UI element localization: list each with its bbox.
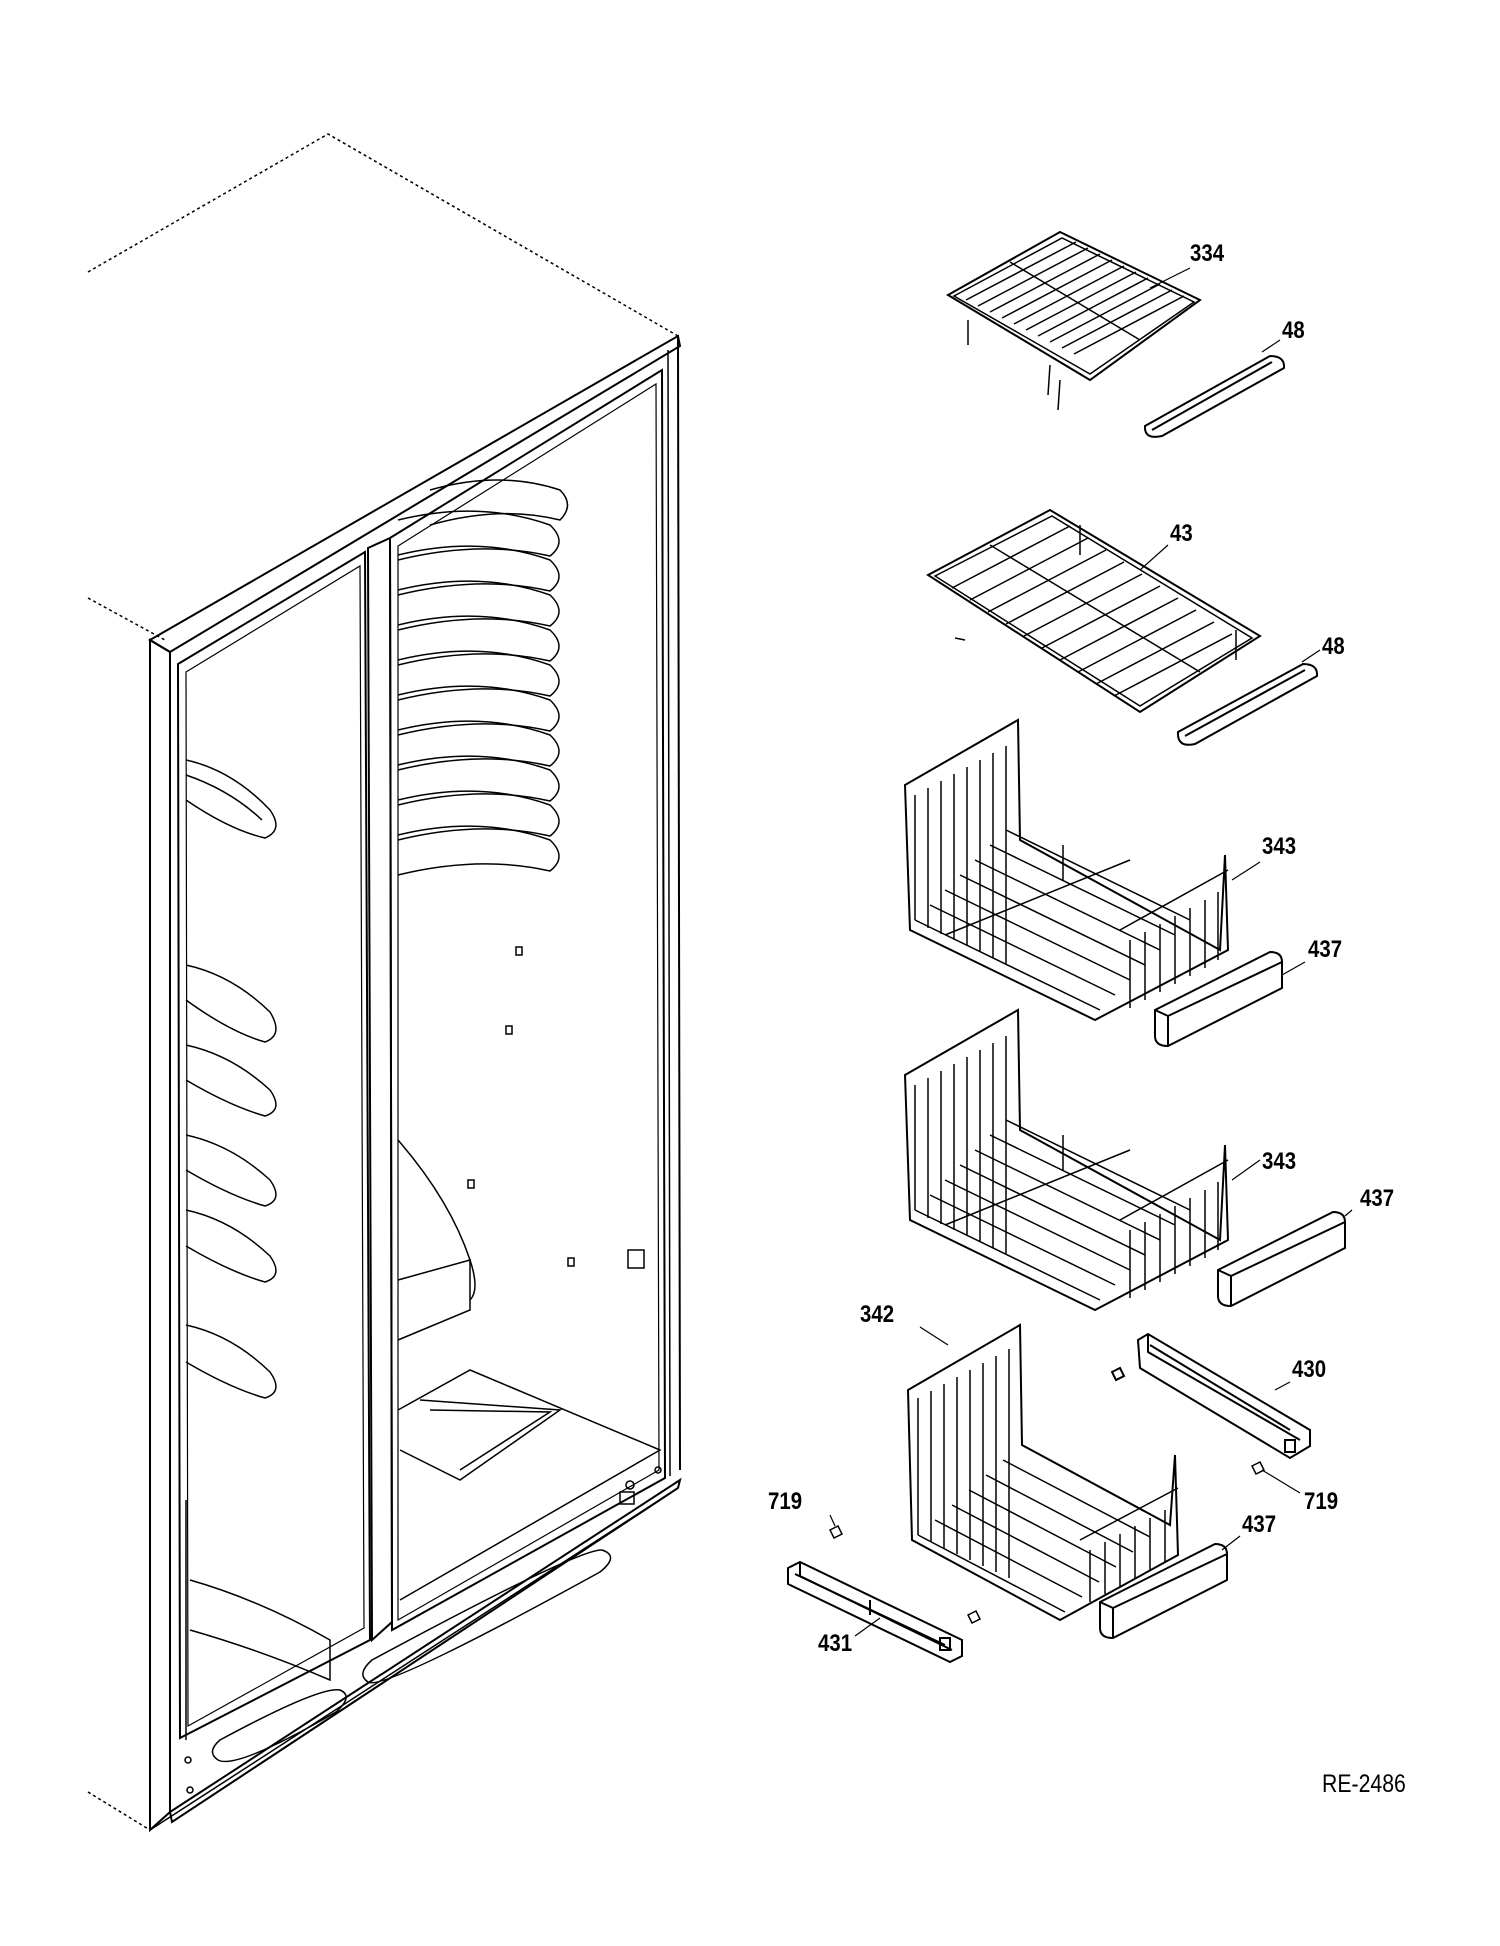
part-430-slide-rail [1112, 1334, 1310, 1458]
leader-lines [830, 268, 1352, 1636]
freezer-shelf-supports [186, 760, 330, 1740]
part-343-wire-basket-b [905, 1010, 1228, 1310]
part-719-screws [830, 1462, 1264, 1623]
part-342-wire-basket [908, 1325, 1178, 1620]
callout-334: 334 [1190, 240, 1225, 267]
part-437-trim-a [1155, 952, 1282, 1046]
part-48-trim-b [1178, 664, 1317, 745]
bottom-grille [185, 1467, 661, 1793]
part-437-trim-b [1218, 1212, 1345, 1306]
callout-719: 719 [1304, 1488, 1339, 1515]
callout-343: 343 [1262, 833, 1297, 860]
callout-48: 48 [1282, 317, 1305, 344]
callout-437: 437 [1360, 1185, 1395, 1212]
callout-342: 342 [860, 1301, 895, 1328]
callout-437: 437 [1308, 936, 1343, 963]
refrigerator-cabinet [88, 134, 680, 1830]
diagram-reference-code: RE-2486 [1322, 1770, 1406, 1798]
callout-719: 719 [768, 1488, 803, 1515]
part-48-trim-a [1145, 356, 1284, 437]
fresh-food-shelf-rails [398, 480, 660, 1600]
callout-48: 48 [1322, 633, 1345, 660]
callout-431: 431 [818, 1630, 853, 1657]
part-431-slide-rail [788, 1562, 962, 1662]
part-43-wire-shelf [928, 510, 1260, 712]
part-437-trim-c [1100, 1544, 1227, 1638]
callout-437: 437 [1242, 1511, 1277, 1538]
callout-43: 43 [1170, 520, 1193, 547]
callout-430: 430 [1292, 1356, 1327, 1383]
part-334-wire-shelf [948, 232, 1200, 410]
callout-343: 343 [1262, 1148, 1297, 1175]
part-343-wire-basket-a [905, 720, 1228, 1020]
